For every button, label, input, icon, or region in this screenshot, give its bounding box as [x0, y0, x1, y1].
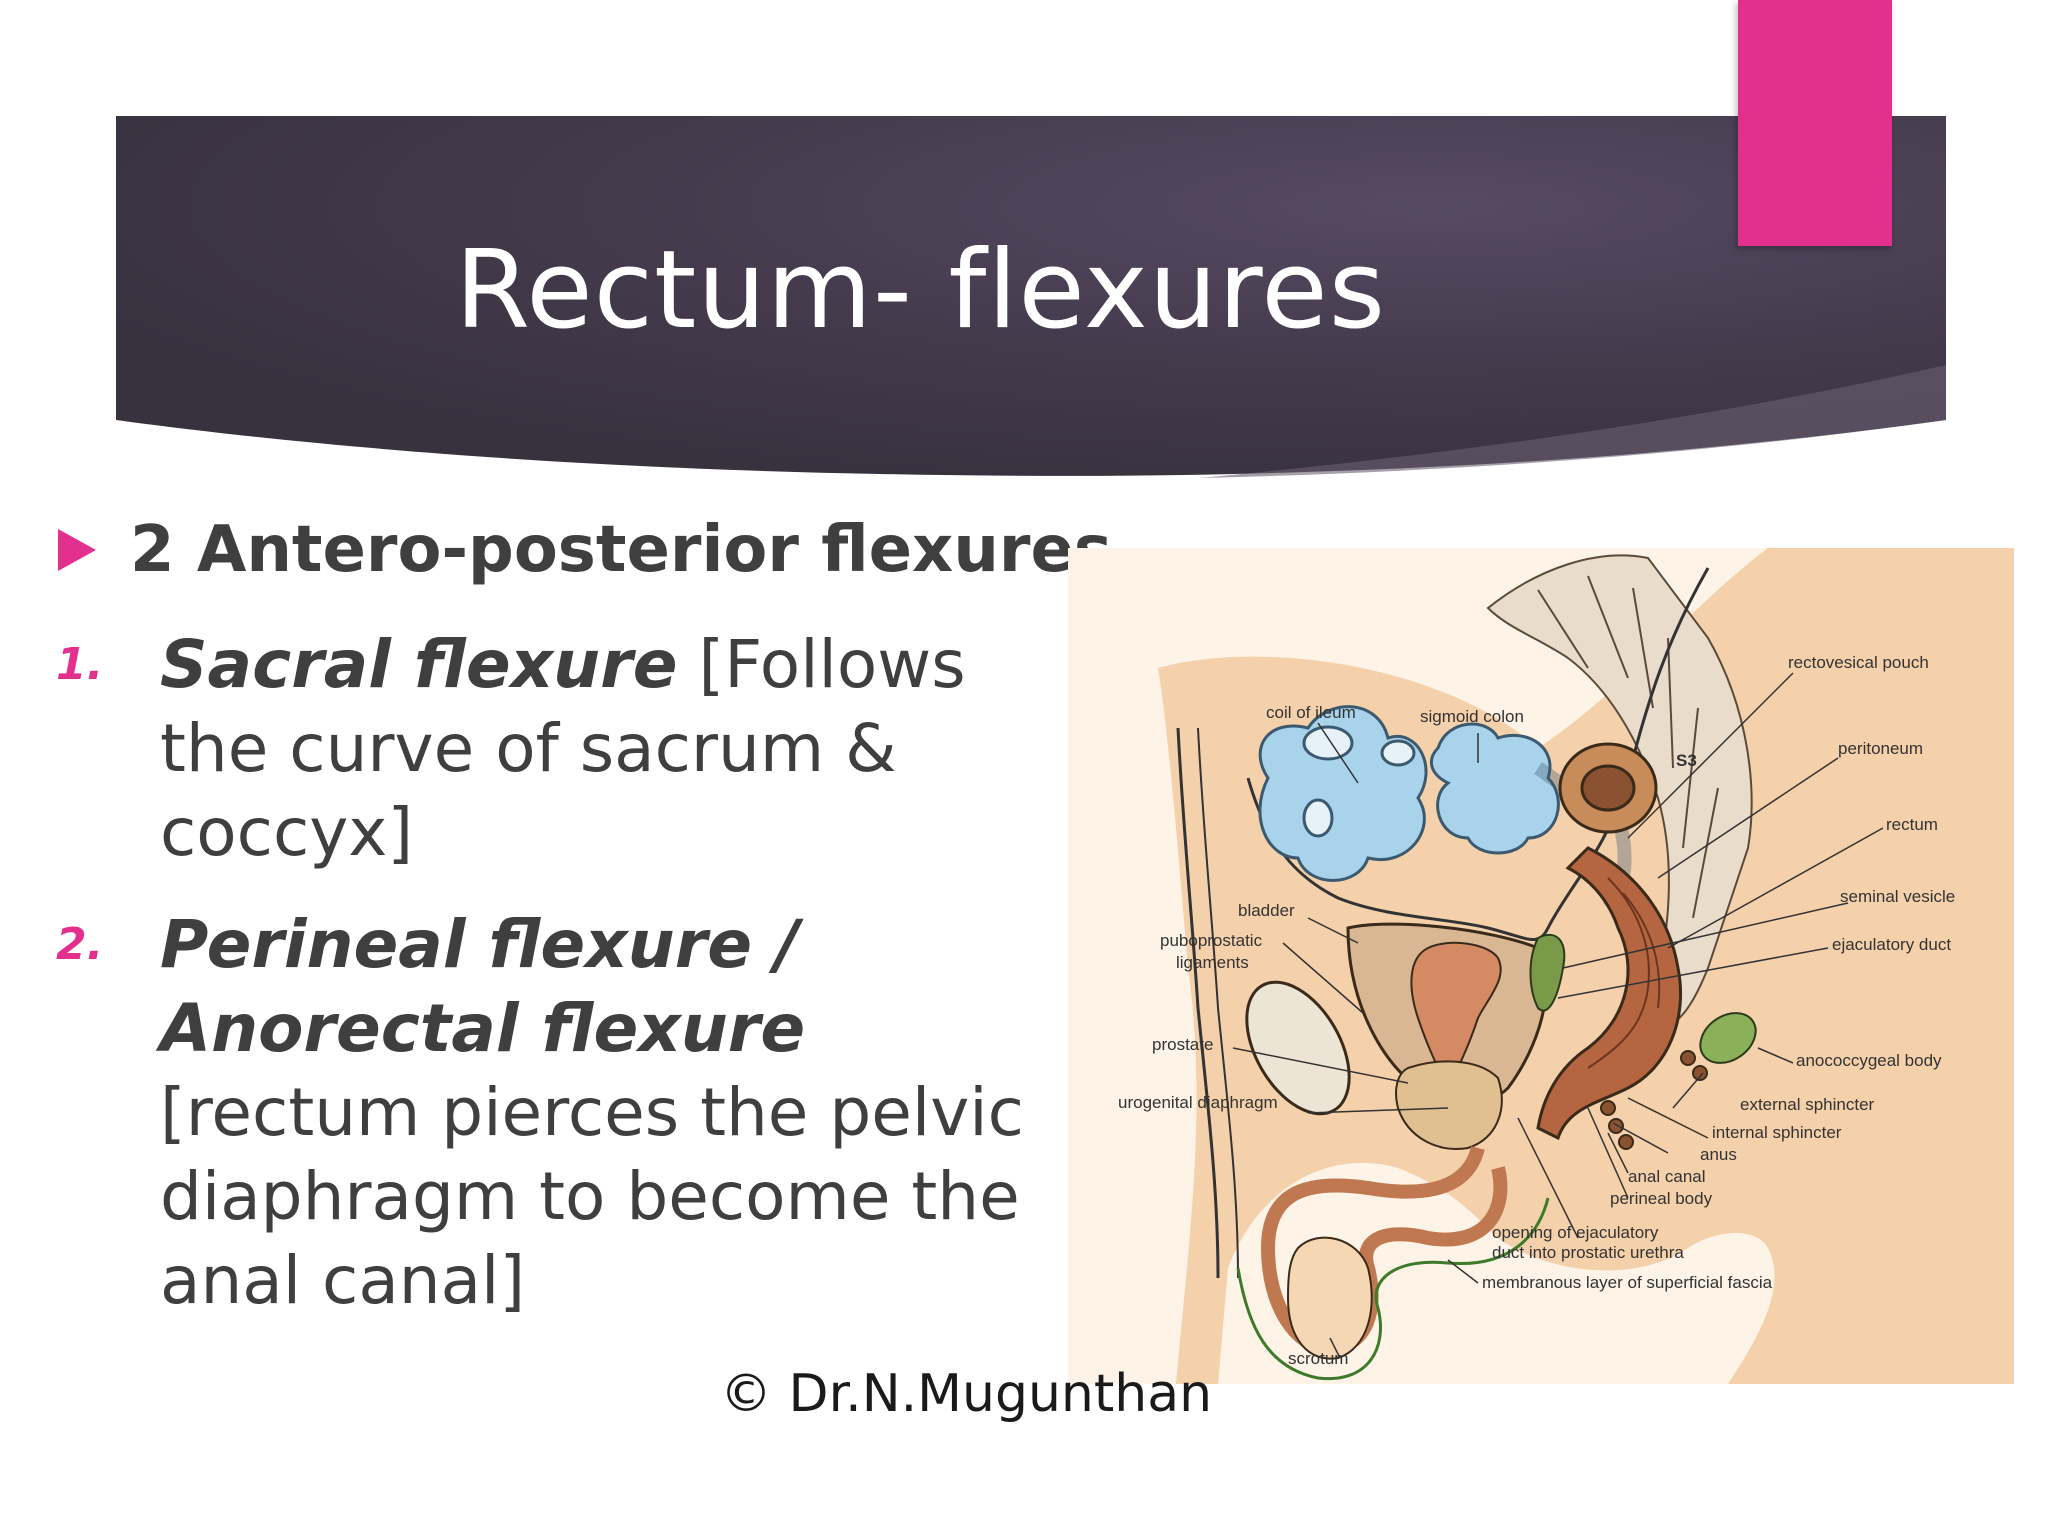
list-number: 1. [56, 639, 104, 690]
label-ejaculatory-duct: ejaculatory duct [1832, 935, 1951, 954]
label-internal-sphincter: internal sphincter [1712, 1123, 1842, 1142]
title-band [116, 116, 1946, 478]
membranous-fascia [1236, 1197, 1550, 1381]
label-seminal-vesicle: seminal vesicle [1840, 887, 1955, 906]
item-term: Sacral flexure [160, 626, 678, 703]
label-prostate: prostate [1152, 1035, 1213, 1054]
list-item-sacral-flexure: 1. Sacral flexure [Follows the curve of … [50, 623, 1040, 875]
label-anal-canal: anal canal [1628, 1167, 1706, 1186]
label-puboprostatic-line1: puboprostatic [1160, 931, 1263, 950]
copyright: © Dr.N.Mugunthan [720, 1364, 1213, 1424]
rectum-cut-section [1558, 742, 1658, 834]
bullet-triangle-icon [58, 529, 96, 571]
pelvic-anatomy-figure: coil of ileum sigmoid colon rectovesical… [1068, 548, 2014, 1384]
leader-lines [1232, 672, 1884, 1359]
scrotum [1286, 1236, 1373, 1360]
anococcygeal-body [1699, 1012, 1757, 1064]
abdominal-wall-inner [1197, 727, 1239, 1279]
title-band-shape [116, 116, 1946, 476]
label-perineal-body: perineal body [1610, 1189, 1713, 1208]
label-sigmoid-colon: sigmoid colon [1420, 707, 1524, 726]
label-membranous-layer: membranous layer of superficial fascia [1482, 1273, 1773, 1292]
item-term: Perineal flexure / Anorectal flexure [160, 906, 806, 1067]
main-bullet: 2 Antero-posterior flexures [50, 505, 1112, 595]
item-description: [rectum pierces the pelvic diaphragm to … [160, 1074, 1024, 1319]
label-anococcygeal-body: anococcygeal body [1796, 1051, 1942, 1070]
seminal-vesicle [1529, 933, 1566, 1012]
label-coil-of-ileum: coil of ileum [1266, 703, 1356, 722]
accent-bar [1738, 0, 1892, 246]
label-rectovesical-pouch: rectovesical pouch [1788, 653, 1929, 672]
list-number: 2. [56, 919, 104, 970]
label-external-sphincter: external sphincter [1740, 1095, 1875, 1114]
item-description: [Follows the curve of sacrum & coccyx] [160, 626, 966, 871]
bullet-text: 2 Antero-posterior flexures [130, 513, 1112, 587]
list-item-perineal-flexure: 2. Perineal flexure / Anorectal flexure … [50, 903, 1040, 1323]
label-anus: anus [1700, 1145, 1737, 1164]
label-puboprostatic-line2: ligaments [1176, 953, 1249, 972]
label-peritoneum: peritoneum [1838, 739, 1923, 758]
bladder [1346, 922, 1548, 1105]
label-bladder: bladder [1238, 901, 1295, 920]
slide-content: 2 Antero-posterior flexures 1. Sacral fl… [50, 505, 1112, 1323]
pubic-symphysis [1245, 980, 1351, 1116]
external-sphincter [1600, 1050, 1708, 1150]
title-band-ribbon-edge [1200, 365, 1946, 478]
label-s3: S3 [1676, 751, 1697, 770]
prostate [1395, 1060, 1503, 1150]
rectum [1536, 846, 1683, 1141]
abdominal-wall [1176, 727, 1220, 1279]
label-scrotum: scrotum [1288, 1349, 1348, 1368]
label-opening-line1: opening of ejaculatory [1492, 1223, 1659, 1242]
label-rectum: rectum [1886, 815, 1938, 834]
slide-title: Rectum- flexures [455, 228, 1386, 353]
label-urogenital-diaphragm: urogenital diaphragm [1118, 1093, 1278, 1112]
label-opening-line2: duct into prostatic urethra [1492, 1243, 1684, 1262]
sacral-segments [1537, 575, 1719, 919]
coil-of-ileum [1258, 705, 1428, 882]
